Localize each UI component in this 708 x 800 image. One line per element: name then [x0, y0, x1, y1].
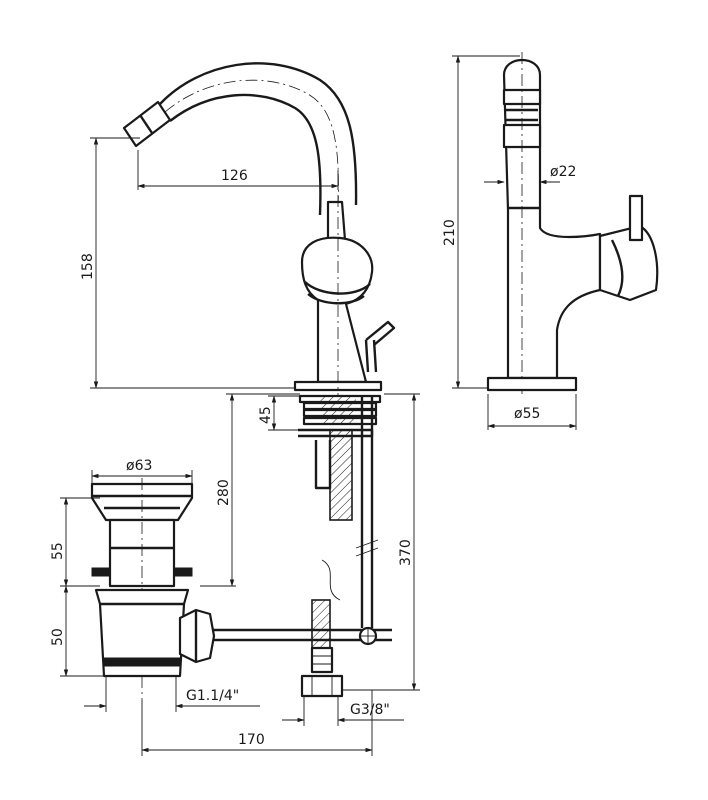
side-view-faucet [486, 52, 659, 395]
below-deck-section [212, 394, 392, 698]
dim-waste-thread: G1.1/4" [186, 688, 239, 704]
dim-waste-flange-diameter: ø63 [126, 458, 152, 474]
dim-supply-length: 370 [398, 539, 414, 566]
dimension-lines [60, 55, 577, 756]
dim-flange-height: 55 [50, 542, 66, 560]
dim-deck-thickness: 45 [258, 406, 274, 424]
front-view-faucet [122, 62, 396, 395]
dim-spout-diameter: ø22 [550, 164, 576, 180]
dim-spout-height: 158 [80, 253, 96, 280]
dim-total-height: 210 [442, 219, 458, 246]
dim-supply-thread: G3/8" [350, 702, 390, 718]
dim-base-diameter: ø55 [514, 406, 540, 422]
dim-body-to-waste: 280 [216, 479, 232, 506]
dim-waste-body-height: 50 [50, 628, 66, 646]
dim-spout-reach: 126 [221, 168, 248, 184]
waste-assembly [90, 478, 216, 700]
dim-waste-to-tap: 170 [238, 732, 265, 748]
dimension-labels: 126 158 210 ø22 ø55 45 ø63 280 55 50 G1.… [50, 164, 576, 748]
